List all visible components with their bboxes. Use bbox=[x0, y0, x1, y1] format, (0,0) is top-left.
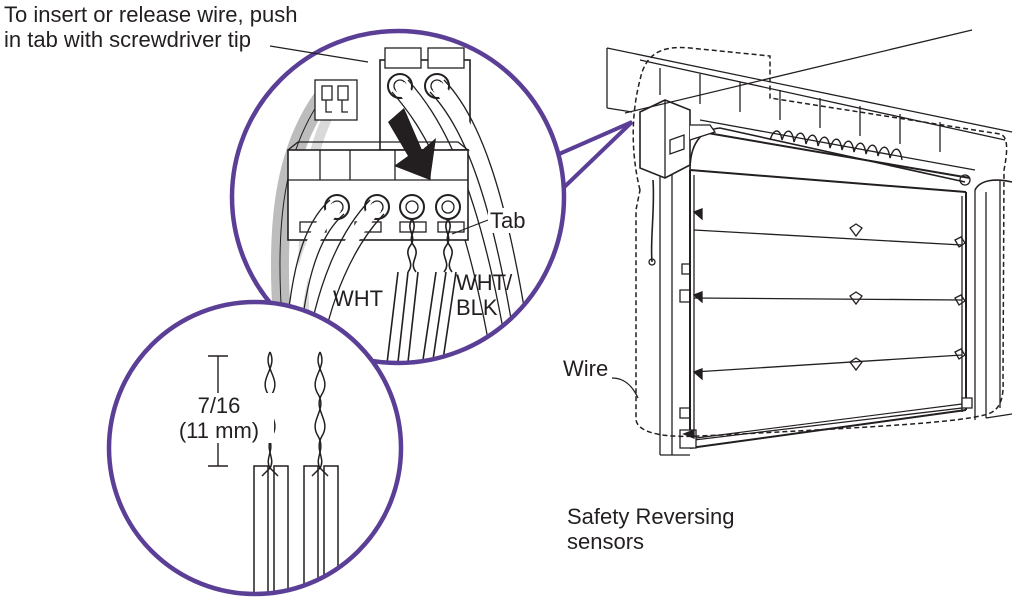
sensors-label-line-2: sensors bbox=[567, 529, 645, 554]
terminal-closeup bbox=[229, 28, 567, 366]
strip-length-closeup bbox=[106, 299, 404, 597]
garage-scene bbox=[606, 47, 1013, 456]
wht-blk-label-line-2: BLK bbox=[456, 295, 498, 320]
tab-label: Tab bbox=[488, 208, 528, 233]
callout-wedge bbox=[549, 120, 634, 197]
leader-wire bbox=[611, 377, 639, 399]
leader-to-tab bbox=[269, 45, 369, 63]
wire-label: Wire bbox=[563, 356, 609, 381]
strip-length-label-line-1: 7/16 bbox=[164, 393, 274, 418]
instruction-line-2: in tab with screwdriver tip bbox=[4, 27, 251, 52]
leader-to-opener bbox=[624, 29, 973, 114]
strip-length-label-line-2: (11 mm) bbox=[164, 418, 274, 443]
push-arrow-icon bbox=[388, 108, 436, 180]
wht-blk-label-line-1: WHT/ bbox=[456, 270, 513, 295]
instruction-line-1: To insert or release wire, push bbox=[4, 2, 298, 27]
wht-label: WHT bbox=[333, 286, 384, 311]
sensors-label-line-1: Safety Reversing bbox=[567, 504, 735, 529]
